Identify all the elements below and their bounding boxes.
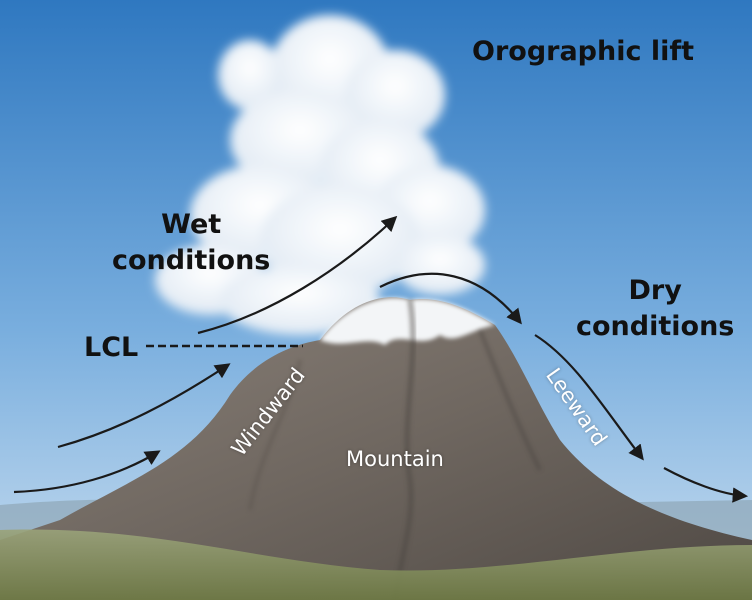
- airflow-arrow-5: [534, 334, 644, 461]
- lcl-label: LCL: [84, 332, 139, 363]
- dry-conditions-line-1: Dry: [628, 275, 682, 306]
- airflow-arrow: [13, 215, 749, 503]
- mountain-shape: [0, 297, 752, 600]
- wet-conditions-line-2: conditions: [112, 245, 271, 276]
- airflow-arrow-1: [13, 450, 161, 494]
- dry-conditions-label: Dry conditions: [576, 273, 734, 345]
- dry-conditions-line-2: conditions: [576, 311, 735, 342]
- wet-conditions-label: Wet conditions: [112, 207, 270, 279]
- airflow-arrow-4: [379, 272, 522, 325]
- cloud-shape: [155, 15, 485, 335]
- mountain-label: Mountain: [346, 447, 444, 471]
- airflow-arrow-2: [57, 363, 231, 449]
- wet-conditions-line-1: Wet: [161, 209, 222, 240]
- airflow-arrow-3: [197, 215, 398, 335]
- airflow-arrow-6: [663, 467, 749, 503]
- diagram-title: Orographic lift: [472, 36, 695, 67]
- valley-ground: [0, 529, 752, 600]
